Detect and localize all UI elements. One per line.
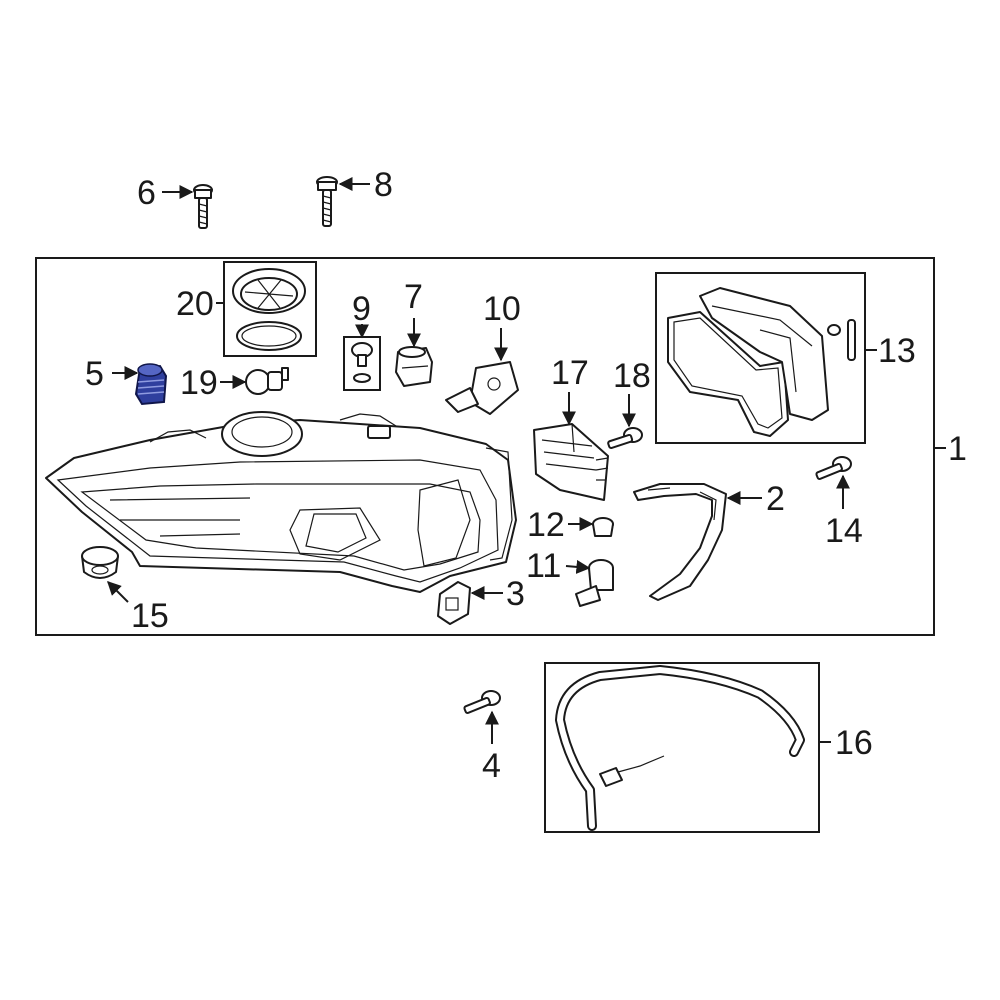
callout-7[interactable]: 7: [404, 278, 423, 316]
part-13-frame: [655, 272, 866, 444]
callout-20[interactable]: 20: [176, 285, 214, 323]
callout-3[interactable]: 3: [506, 575, 525, 613]
leveling-motor-part-7[interactable]: [395, 346, 433, 387]
bolt-part-6[interactable]: [193, 184, 213, 229]
sensor-part-11[interactable]: [575, 559, 614, 607]
grommet-part-15[interactable]: [81, 546, 119, 579]
bolt-part-14[interactable]: [815, 456, 852, 480]
leader-11: [565, 559, 591, 574]
cap-part-12[interactable]: [592, 517, 614, 537]
wiring-harness-part-16[interactable]: [555, 665, 805, 831]
bulb-socket-part-5[interactable]: [134, 363, 168, 406]
assembly-frame: [35, 257, 935, 636]
screw-part-18[interactable]: [607, 427, 643, 449]
callout-6[interactable]: 6: [137, 174, 156, 212]
control-module-part-17[interactable]: [533, 423, 609, 501]
callout-2[interactable]: 2: [766, 480, 785, 518]
callout-5[interactable]: 5: [85, 355, 104, 393]
callout-17[interactable]: 17: [551, 354, 589, 392]
callout-8[interactable]: 8: [374, 166, 393, 204]
screw-part-8[interactable]: [316, 176, 338, 227]
callout-15[interactable]: 15: [131, 597, 169, 635]
leader-15: [107, 581, 129, 603]
callout-12[interactable]: 12: [527, 506, 565, 544]
callout-16[interactable]: 16: [835, 724, 873, 762]
cover-cap-part-20[interactable]: [232, 268, 306, 351]
part-16-frame: [544, 662, 820, 833]
igniter-part-10[interactable]: [445, 361, 519, 415]
callout-4[interactable]: 4: [482, 747, 501, 785]
headlamp-housing-part-1[interactable]: [45, 411, 517, 593]
bulb-part-19[interactable]: [245, 367, 289, 395]
part-20-frame: [223, 261, 317, 357]
bolt-part-4[interactable]: [463, 690, 501, 714]
rear-cover-part-13[interactable]: [667, 287, 856, 437]
callout-14[interactable]: 14: [825, 512, 863, 550]
bracket-part-3[interactable]: [437, 581, 471, 625]
callout-1[interactable]: 1: [948, 430, 967, 468]
callout-18[interactable]: 18: [613, 357, 651, 395]
light-guide-part-2[interactable]: [633, 483, 727, 601]
callout-13[interactable]: 13: [878, 332, 916, 370]
callout-10[interactable]: 10: [483, 290, 521, 328]
callout-19[interactable]: 19: [180, 364, 218, 402]
callout-11[interactable]: 11: [526, 547, 561, 585]
callout-9[interactable]: 9: [352, 290, 371, 328]
screw-washer-part-9[interactable]: [351, 342, 373, 383]
